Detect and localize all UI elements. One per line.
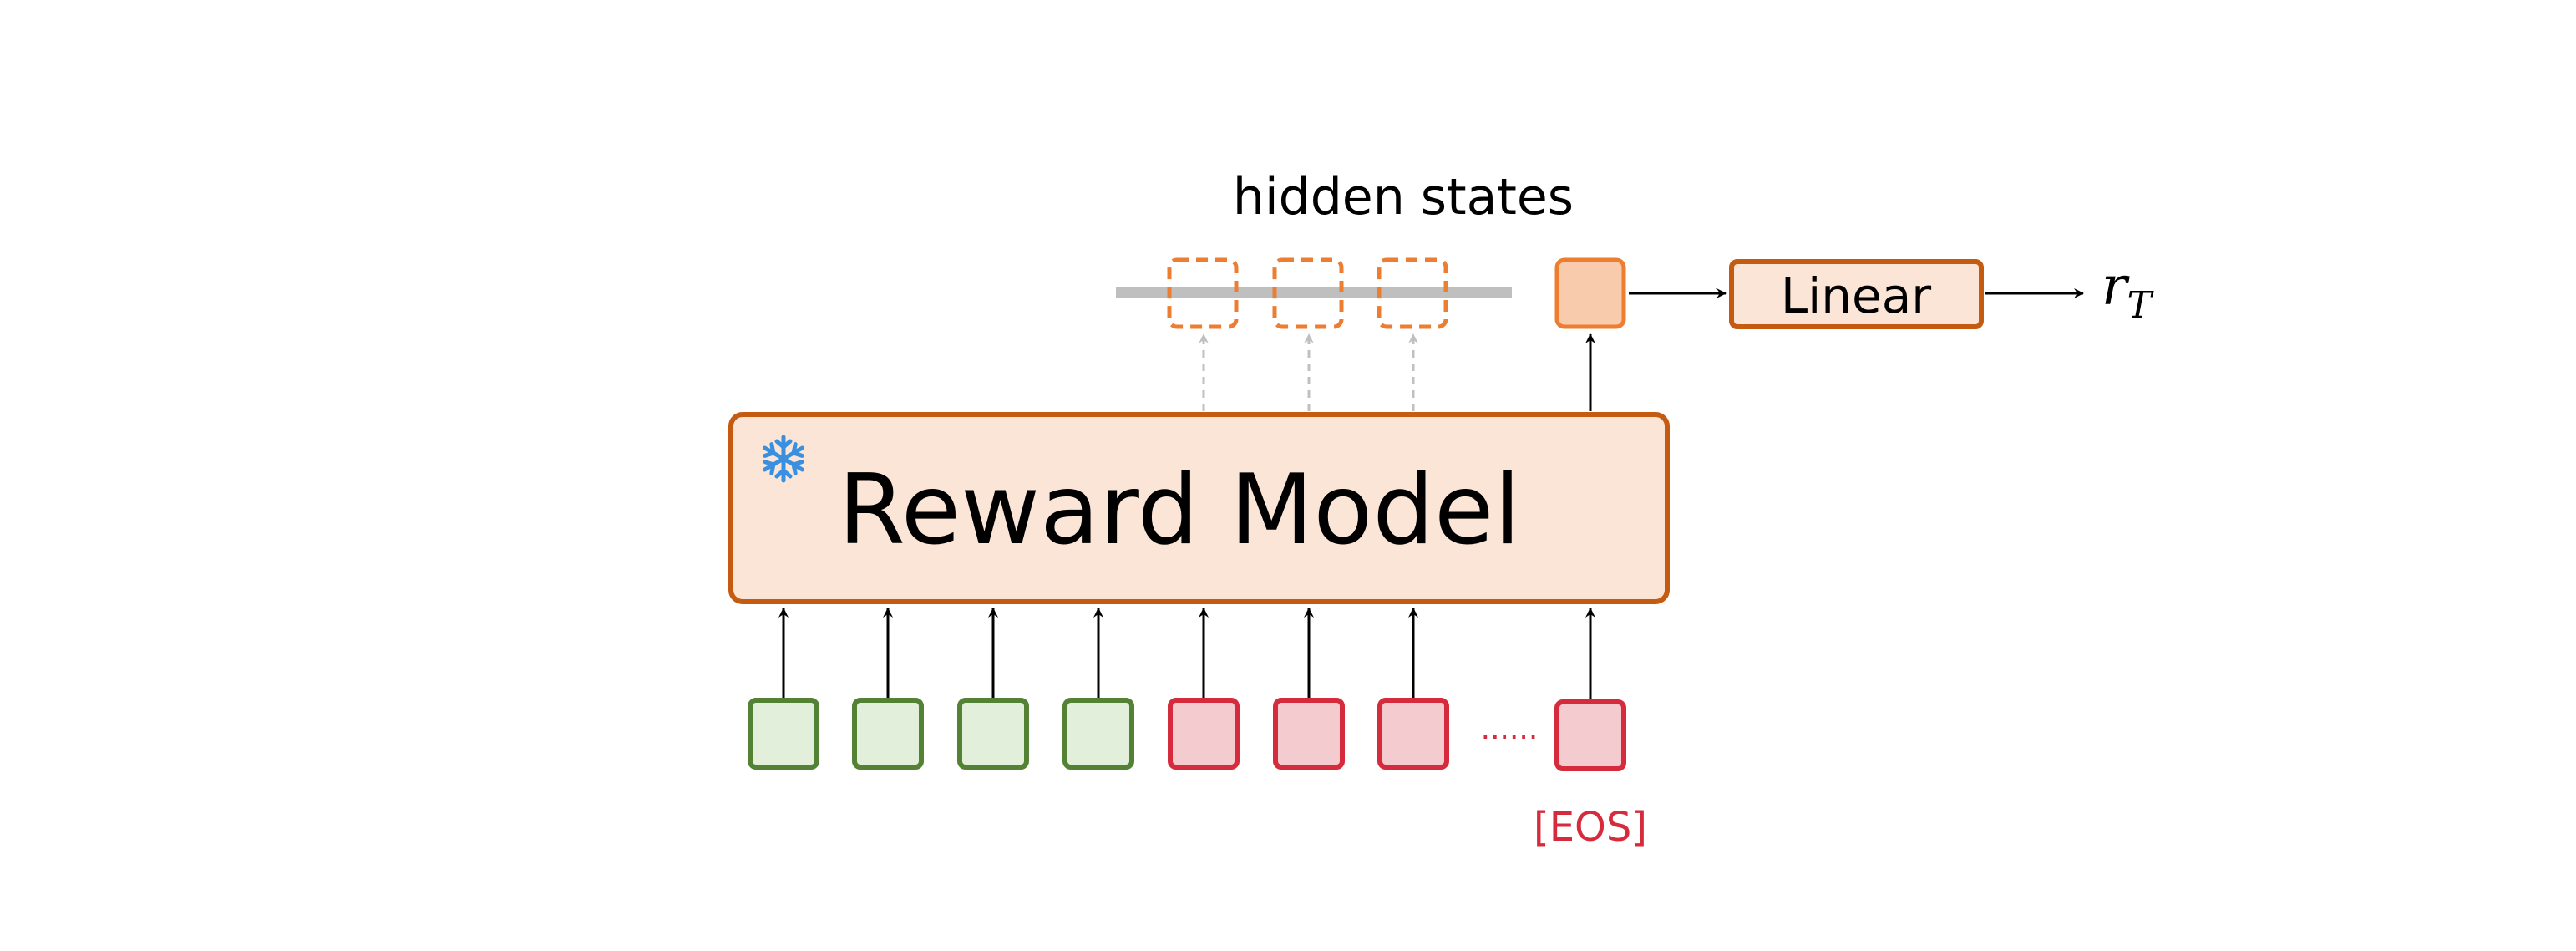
hidden-states-dashed	[1167, 257, 1448, 329]
prompt-tokens	[748, 698, 1134, 770]
snowflake-icon	[761, 435, 805, 481]
token-ellipsis: ......	[1481, 712, 1539, 746]
prompt-token	[852, 698, 924, 770]
response-token	[1168, 698, 1240, 770]
response-tokens	[1168, 698, 1449, 770]
hidden-states-label: hidden states	[1233, 168, 1574, 226]
response-token	[1273, 698, 1345, 770]
reward-output-r: r	[2102, 256, 2130, 318]
hidden-states-bar	[1116, 287, 1512, 298]
hidden-state-box	[1272, 257, 1344, 329]
prompt-token	[957, 698, 1029, 770]
hidden-state-box	[1377, 257, 1448, 329]
linear-layer-label: Linear	[1781, 267, 1931, 324]
hidden-state-dashed-arrows	[1199, 333, 1418, 411]
reward-model-label: Reward Model	[838, 454, 1520, 567]
linear-layer-box	[1729, 259, 1984, 329]
eos-token	[1554, 699, 1626, 771]
input-arrows	[778, 608, 1595, 702]
eos-label: [EOS]	[1534, 804, 1647, 851]
hidden-state-box	[1167, 257, 1239, 329]
response-token	[1377, 698, 1449, 770]
last-hidden-state-box	[1554, 257, 1626, 329]
reward-model-box	[728, 412, 1670, 604]
reward-output-subscript: T	[2127, 284, 2155, 327]
reward-output-symbol: rT	[2102, 256, 2155, 327]
prompt-token	[748, 698, 819, 770]
prompt-token	[1062, 698, 1134, 770]
